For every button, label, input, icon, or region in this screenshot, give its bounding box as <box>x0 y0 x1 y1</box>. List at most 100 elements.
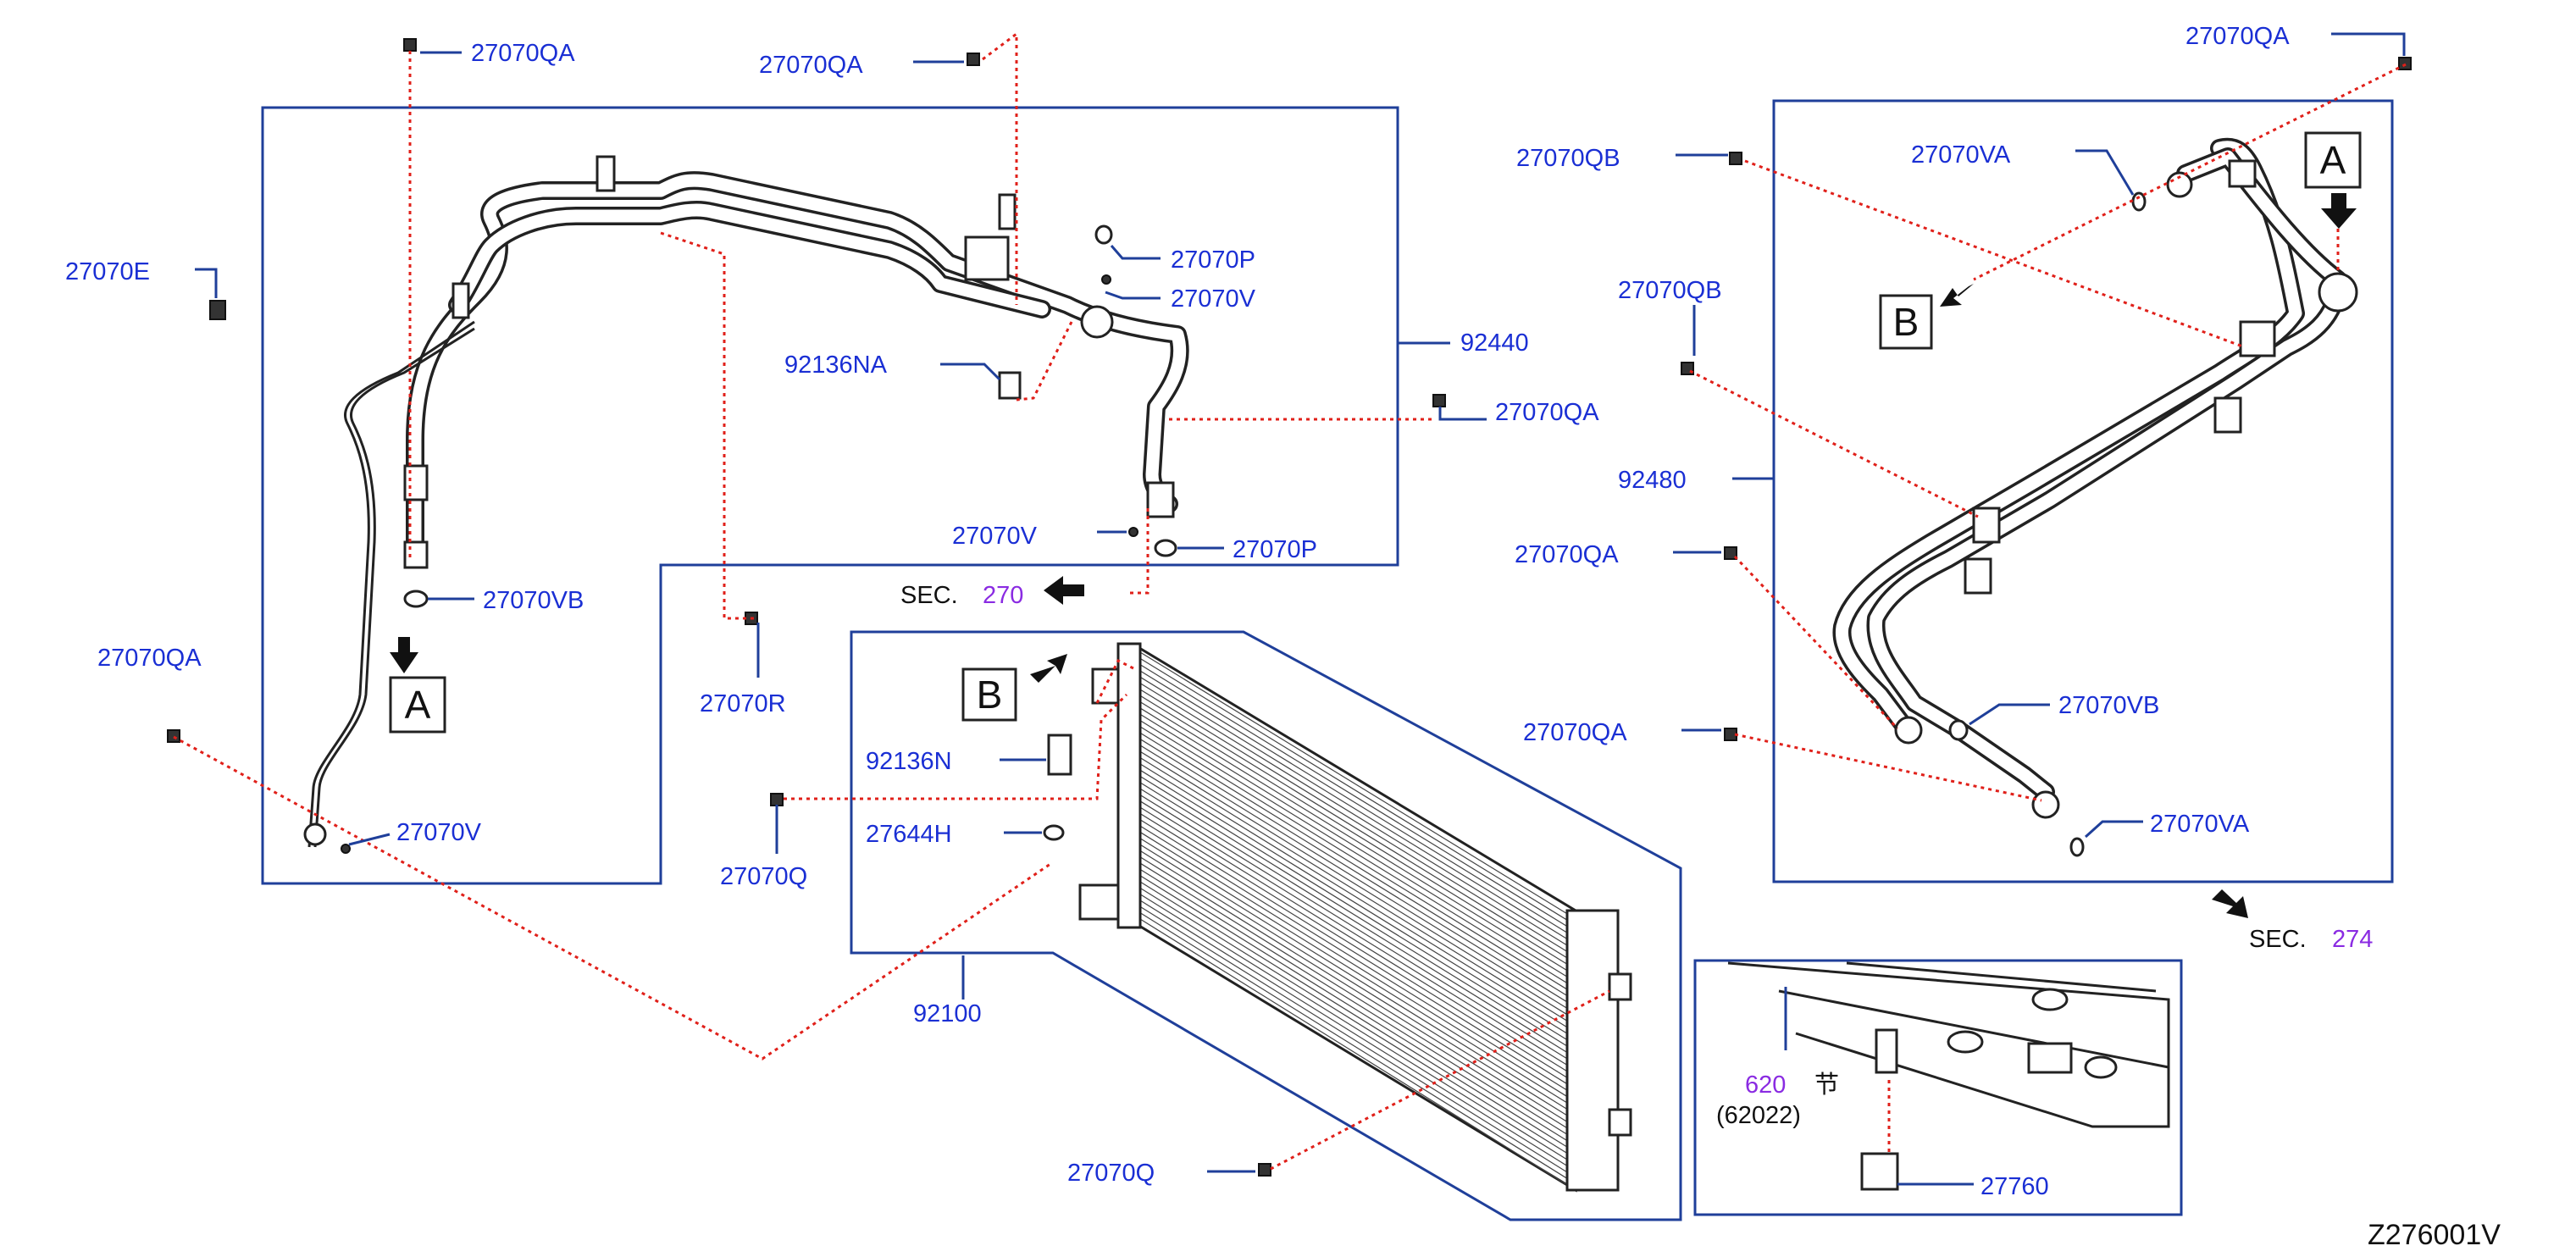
condenser-fin <box>1139 670 1570 934</box>
part-label-27070va: 27070VA <box>2150 811 2250 838</box>
arrow-down-right-sec274 <box>2212 889 2248 918</box>
condenser-fin <box>1139 912 1570 1181</box>
condenser-fin <box>1139 695 1570 960</box>
condenser-fin <box>1139 788 1570 1055</box>
condenser-fin <box>1139 651 1570 916</box>
condenser-fin <box>1139 887 1570 1155</box>
arrow-up-right-b-left <box>1030 654 1067 683</box>
part-label-27070v: 27070V <box>1171 285 1256 313</box>
part-label-27070qa: 27070QA <box>97 645 202 672</box>
condenser-fin <box>1139 812 1570 1079</box>
part-labels: 27070QA 27070QA 27070E 27070P 27070V 921… <box>65 23 2501 1251</box>
condenser-fin <box>1139 800 1570 1067</box>
condenser-fin <box>1139 806 1570 1073</box>
part-label-27070vb: 27070VB <box>483 587 584 614</box>
frame-pipe-assembly-92440 <box>261 106 1399 885</box>
condenser-fin <box>1139 713 1570 978</box>
condenser-fin <box>1139 769 1570 1035</box>
part-label-92100: 92100 <box>913 1000 982 1027</box>
part-label-27070qb: 27070QB <box>1516 145 1620 172</box>
part-label-92480: 92480 <box>1618 467 1687 494</box>
condenser-fin <box>1139 701 1570 966</box>
arrow-down-a-right <box>2321 193 2357 229</box>
part-label-27070p: 27070P <box>1233 536 1317 563</box>
condenser-fin <box>1139 881 1570 1149</box>
condenser-fin <box>1139 739 1570 1004</box>
hose-assembly-92480 <box>1832 137 2358 819</box>
part-label-27070q: 27070Q <box>720 863 807 890</box>
section-ref-number: 270 <box>983 582 1023 609</box>
condenser-fin <box>1139 776 1570 1042</box>
condenser-fin <box>1139 875 1570 1143</box>
red-dotted-leaders <box>173 31 2407 1171</box>
section-ref-620-glyph: 节 <box>1814 1071 1839 1099</box>
condenser-fin <box>1139 720 1570 985</box>
condenser-fin <box>1139 757 1570 1023</box>
condenser-fin <box>1139 900 1570 1168</box>
blue-leader-lines <box>195 32 2406 1186</box>
condenser-fin <box>1139 918 1570 1187</box>
part-label-92136na: 92136NA <box>784 352 888 379</box>
part-label-27070v: 27070V <box>952 523 1038 550</box>
section-ref-text: SEC. <box>900 582 958 609</box>
part-label-27070qb: 27070QB <box>1618 277 1722 304</box>
condenser-fin <box>1139 905 1570 1174</box>
part-label-27070qa: 27070QA <box>1523 719 1627 746</box>
condenser-fin <box>1139 726 1570 991</box>
part-label-27070qa: 27070QA <box>1515 541 1619 568</box>
frame-hose-assembly-92480 <box>1772 99 2394 883</box>
condenser-fin <box>1139 664 1570 928</box>
condenser-fins <box>1139 651 1570 1187</box>
condenser-fin <box>1139 844 1570 1111</box>
view-marker-b-right: B <box>1893 300 1920 344</box>
frame-detail-62022 <box>1693 959 2183 1216</box>
condenser-fin <box>1139 819 1570 1086</box>
part-label-27070va: 27070VA <box>1911 141 2011 169</box>
condenser-fin <box>1139 782 1570 1048</box>
condenser-fin <box>1139 657 1570 922</box>
view-markers: A B A B <box>389 131 2362 734</box>
section-ref-text: SEC. <box>2249 926 2307 953</box>
condenser-fin <box>1139 683 1570 947</box>
arrow-down-left-b-right <box>1940 284 1974 307</box>
diagram-code: Z276001V <box>2368 1219 2501 1251</box>
condenser-fin <box>1139 707 1570 972</box>
part-label-27070qa: 27070QA <box>471 40 575 67</box>
part-label-27070qa: 27070QA <box>759 52 863 79</box>
view-marker-b-left: B <box>977 673 1003 717</box>
part-label-27070p: 27070P <box>1171 246 1255 274</box>
condenser-92100 <box>1078 642 1632 1193</box>
arrow-left-sec270 <box>1044 576 1084 605</box>
arrow-down-a-left <box>390 637 418 673</box>
part-label-27070r: 27070R <box>700 690 786 717</box>
part-label-27070qa: 27070QA <box>1495 399 1599 426</box>
condenser-fin <box>1139 750 1570 1016</box>
part-label-92440: 92440 <box>1460 329 1529 357</box>
part-label-27070q: 27070Q <box>1067 1160 1155 1187</box>
condenser-fin <box>1139 850 1570 1117</box>
condenser-fin <box>1139 794 1570 1060</box>
sensor-27760 <box>1860 1152 1899 1191</box>
condenser-fin <box>1139 732 1570 998</box>
part-label-27070vb: 27070VB <box>2058 692 2159 719</box>
radiator-core-support-detail <box>1727 961 2170 1191</box>
part-label-27644h: 27644H <box>866 821 952 848</box>
part-label-27760: 27760 <box>1980 1173 2049 1200</box>
condenser-fin <box>1139 676 1570 941</box>
condenser-fin <box>1139 825 1570 1092</box>
condenser-fin <box>1139 745 1570 1011</box>
part-label-92136n: 92136N <box>866 748 952 775</box>
part-label-27070e: 27070E <box>65 258 150 285</box>
pipe-assembly-92440 <box>303 155 1189 848</box>
condenser-fin <box>1139 689 1570 954</box>
condenser-fin <box>1139 838 1570 1105</box>
condenser-fin <box>1139 894 1570 1161</box>
condenser-fin <box>1139 763 1570 1029</box>
condenser-fin <box>1139 868 1570 1136</box>
part-label-27070qa: 27070QA <box>2185 23 2290 50</box>
condenser-fin <box>1139 856 1570 1124</box>
part-label-27070v: 27070V <box>396 819 482 846</box>
condenser-fin <box>1139 831 1570 1099</box>
direction-arrows <box>390 193 2357 918</box>
